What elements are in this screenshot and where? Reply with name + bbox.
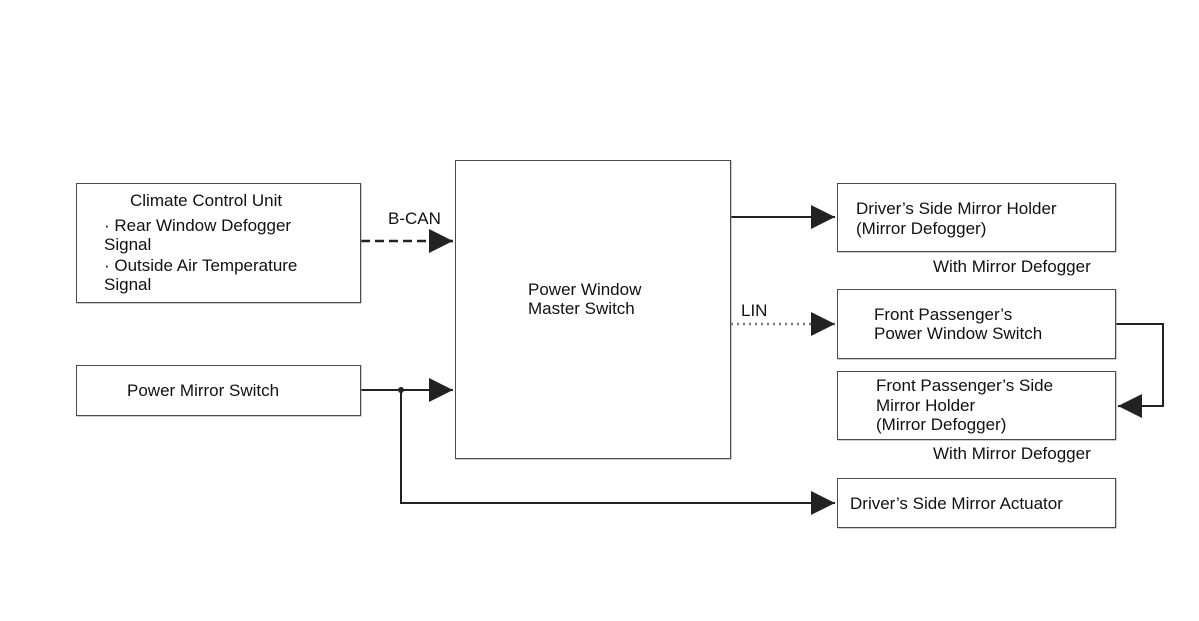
drivers-side-mirror-holder-block bbox=[837, 183, 1116, 252]
passenger-switch-to-passenger-mirror-connection bbox=[1115, 323, 1164, 418]
power-window-master-switch-block bbox=[455, 160, 731, 459]
drivers-side-mirror-holder-label-2: (Mirror Defogger) bbox=[856, 219, 987, 238]
lin-label: LIN bbox=[741, 301, 768, 320]
front-passenger-side-mirror-holder-label-1: Front Passenger’s Side bbox=[876, 376, 1054, 395]
climate-control-unit-signal-1: · Rear Window Defogger bbox=[104, 216, 292, 235]
drivers-side-mirror-holder-label-1: Driver’s Side Mirror Holder bbox=[856, 199, 1057, 218]
drivers-side-mirror-actuator-label: Driver’s Side Mirror Actuator bbox=[850, 494, 1063, 513]
power-mirror-switch-block bbox=[76, 365, 361, 416]
bcan-label: B-CAN bbox=[388, 209, 441, 228]
front-passenger-side-mirror-holder-block bbox=[837, 371, 1116, 440]
power-window-master-switch-label-1: Power Window bbox=[528, 280, 642, 299]
front-passenger-power-window-switch-label-2: Power Window Switch bbox=[874, 324, 1043, 343]
front-passenger-side-mirror-holder-label-3: (Mirror Defogger) bbox=[876, 415, 1007, 434]
with-mirror-defogger-note-2: With Mirror Defogger bbox=[933, 444, 1091, 463]
power-window-master-switch-label-2: Master Switch bbox=[528, 299, 635, 318]
front-passenger-power-window-switch-label-1: Front Passenger’s bbox=[874, 305, 1013, 324]
climate-control-unit-title: Climate Control Unit bbox=[130, 191, 283, 210]
drivers-side-mirror-actuator-block bbox=[837, 478, 1116, 528]
power-mirror-switch-label: Power Mirror Switch bbox=[127, 381, 280, 400]
front-passenger-side-mirror-holder-label-2: Mirror Holder bbox=[876, 396, 976, 415]
climate-control-unit-block bbox=[76, 183, 361, 303]
with-mirror-defogger-note-1: With Mirror Defogger bbox=[933, 257, 1091, 276]
climate-control-unit-signal-1-cont: Signal bbox=[104, 235, 152, 254]
climate-control-unit-signal-2-cont: Signal bbox=[104, 275, 152, 294]
front-passenger-power-window-switch-block bbox=[837, 289, 1116, 359]
mirror-switch-to-actuator-connection bbox=[400, 390, 835, 515]
climate-control-unit-signal-2: · Outside Air Temperature bbox=[104, 256, 298, 275]
